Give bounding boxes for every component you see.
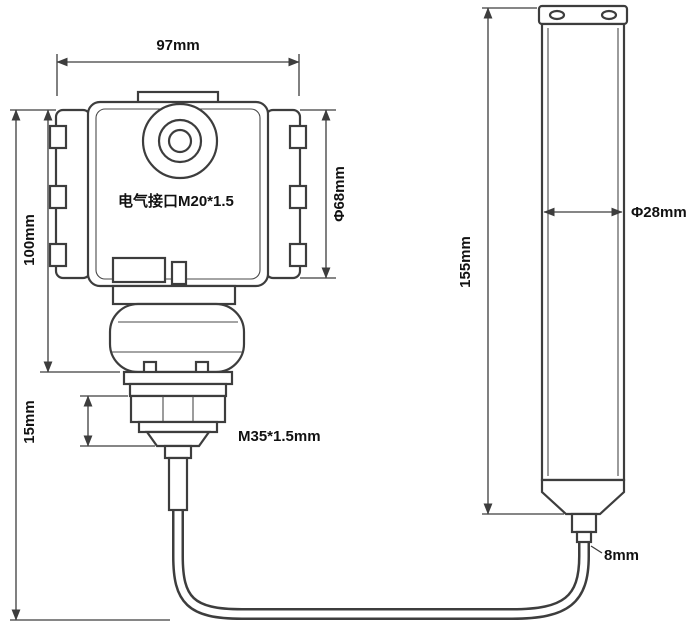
left-cap [48,108,92,280]
dim-flange-height: 15mm [21,395,155,447]
label-housing-height: 100mm [21,214,38,266]
probe-stem [570,512,598,534]
label-probe-length: 155mm [457,236,474,288]
process-head [108,302,246,374]
right-cap [264,108,308,280]
dim-housing-width: 97mm [56,37,300,96]
label-probe-diameter: Φ28mm [631,204,687,221]
mounting-bracket [111,256,237,306]
probe-top-cap [537,4,629,26]
dim-probe-diameter: Φ28mm [543,204,687,221]
probe-shoulder [540,478,626,516]
dim-cable-diameter: 8mm [590,545,639,564]
transmitter-housing [48,90,308,512]
label-thread-spec: M35*1.5mm [238,428,321,445]
display-window [141,102,219,180]
label-housing-diameter: Φ68mm [331,166,348,222]
probe [537,4,629,544]
label-flange-height: 15mm [21,400,38,443]
dim-housing-diameter: Φ68mm [300,109,348,279]
hex-nut [129,394,227,512]
cable [172,505,590,620]
label-housing-width: 97mm [156,37,199,54]
label-cable-diameter: 8mm [604,547,639,564]
probe-body [540,22,626,482]
dim-housing-height: 100mm [21,109,120,373]
dim-probe-length: 155mm [457,7,564,515]
probe-cable-gland [575,530,593,544]
label-electrical-port: 电气接口M20*1.5 [118,192,234,210]
